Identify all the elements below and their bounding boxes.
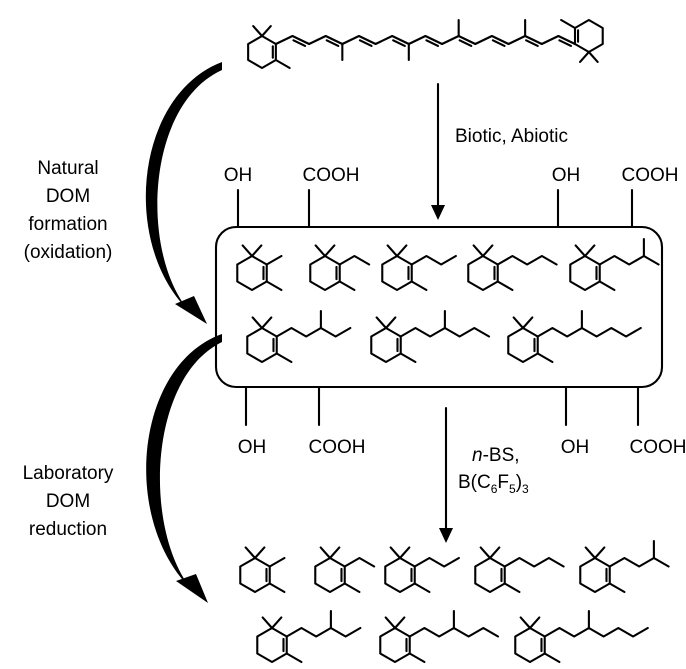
curved-arrow-reduction: [146, 334, 222, 603]
curved-arrow-formation: [145, 62, 222, 324]
label-nbs: n-BS,: [472, 445, 520, 466]
svg-text:DOM: DOM: [46, 491, 90, 512]
svg-text:DOM: DOM: [46, 186, 90, 207]
ring-butyl: [467, 244, 558, 292]
arrow-biotic-abiotic: [431, 82, 445, 220]
ring-isopentyl: [569, 237, 660, 292]
ring-propyl: [381, 244, 457, 292]
ring-methylhexyl: [370, 309, 491, 364]
ring-methylpentyl: [246, 309, 352, 364]
reduced-ring-methylheptyl: [514, 609, 649, 664]
reduced-ring-ethyl: [314, 546, 376, 594]
label-natural-dom-formation: Natural DOM formation (oxidation): [24, 158, 113, 263]
svg-text:reduction: reduction: [29, 519, 107, 540]
label-biotic-abiotic: Biotic, Abiotic: [455, 126, 568, 147]
reduced-ring-isopentyl: [579, 539, 670, 594]
svg-text:Natural: Natural: [37, 158, 98, 179]
group-cooh: COOH: [622, 165, 679, 186]
functional-groups-bottom: OH COOH OH COOH: [238, 385, 686, 458]
group-cooh: COOH: [309, 437, 366, 458]
ring-methylheptyl: [507, 309, 642, 364]
reduced-ring-structures: [239, 539, 670, 664]
group-oh: OH: [561, 437, 590, 458]
svg-text:(oxidation): (oxidation): [24, 242, 113, 263]
dom-macromolecule-box: [214, 225, 664, 389]
group-cooh: COOH: [630, 437, 686, 458]
label-borane: B(C6F5)3: [458, 472, 529, 496]
reduced-ring-methylhexyl: [379, 609, 500, 664]
reduced-ring-butyl: [474, 546, 565, 594]
group-cooh: COOH: [303, 165, 360, 186]
reduced-ring-propyl: [384, 546, 460, 594]
reduced-ring-methyl: [239, 546, 286, 594]
label-laboratory-dom-reduction: Laboratory DOM reduction: [23, 463, 114, 540]
svg-text:Laboratory: Laboratory: [23, 463, 114, 484]
reduced-ring-methylpentyl: [256, 609, 362, 664]
group-oh: OH: [552, 165, 581, 186]
svg-text:formation: formation: [28, 214, 107, 235]
dom-ring-structures: [236, 237, 660, 364]
ring-ethyl: [309, 244, 371, 292]
functional-groups-top: OH COOH OH COOH: [224, 165, 679, 229]
group-oh: OH: [224, 165, 253, 186]
ring-methyl: [236, 244, 283, 292]
arrow-reduction: [439, 406, 453, 543]
carotenoid-molecule: [247, 18, 604, 70]
group-oh: OH: [238, 437, 267, 458]
